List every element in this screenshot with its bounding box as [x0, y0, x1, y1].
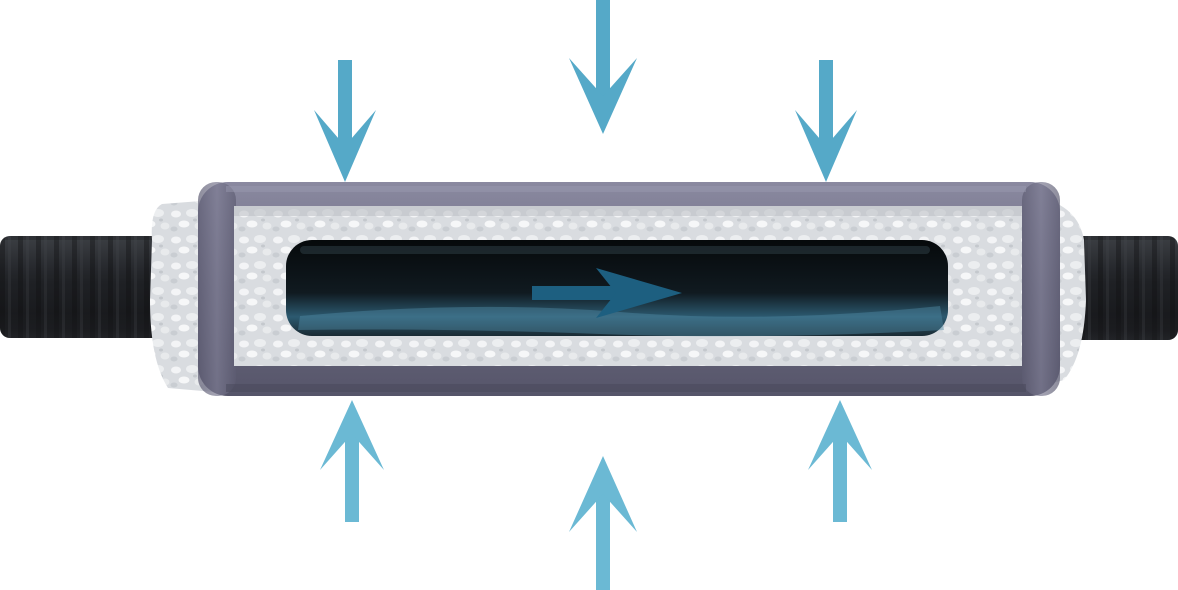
- compression-arrow: [569, 456, 637, 590]
- hose-left: [0, 236, 170, 338]
- compression-arrow: [808, 400, 872, 522]
- compression-arrow: [320, 400, 384, 522]
- hose-right: [1060, 236, 1178, 340]
- compression-arrow: [569, 0, 637, 134]
- flow-direction-arrow: [532, 268, 682, 318]
- compression-arrow: [795, 60, 857, 182]
- compression-arrow: [314, 60, 376, 182]
